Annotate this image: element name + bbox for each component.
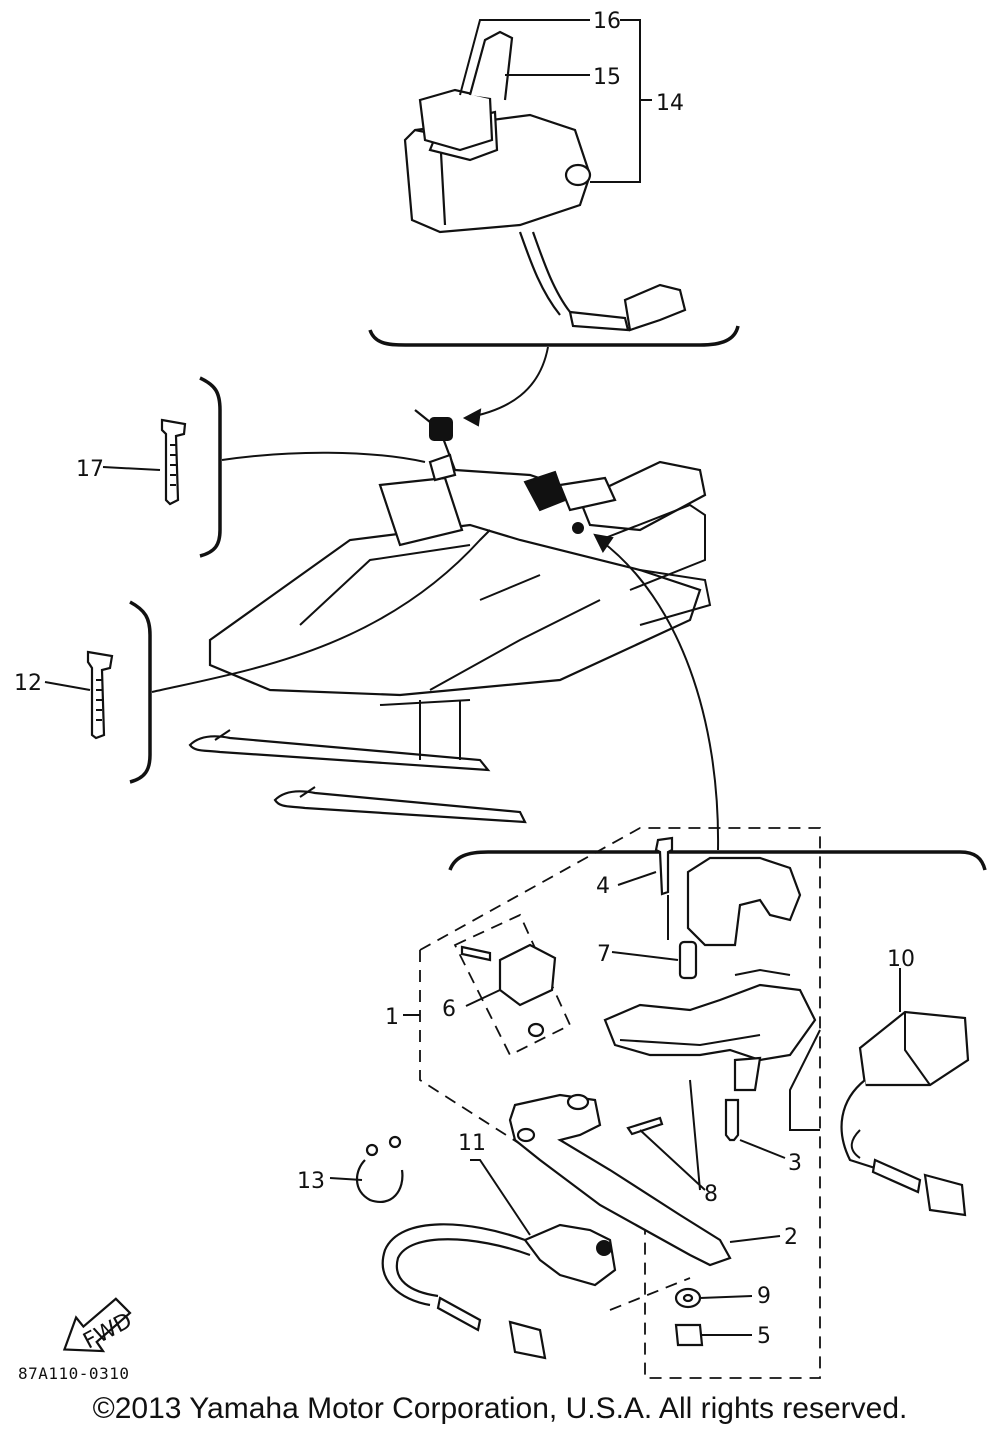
reference-code: 87A110-0310 (18, 1364, 130, 1383)
callout-8: 8 (704, 1182, 718, 1207)
callout-10: 10 (887, 947, 915, 972)
callout-5: 5 (757, 1324, 771, 1349)
snowmobile-illustration (188, 409, 712, 824)
callout-14: 14 (656, 91, 684, 116)
cable-clip-17 (102, 376, 426, 558)
callout-16: 16 (593, 9, 621, 34)
callout-11: 11 (458, 1131, 486, 1156)
lever-assembly (329, 827, 970, 1379)
callout-12: 12 (14, 671, 42, 696)
arrow-top-to-throttle (464, 346, 549, 419)
callout-3: 3 (788, 1151, 802, 1176)
callout-9: 9 (757, 1284, 771, 1309)
callout-6: 6 (442, 997, 456, 1022)
callout-1: 1 (385, 1005, 399, 1030)
arrow-lever-to-handlebar (599, 539, 720, 851)
fwd-arrow-icon: FWD (62, 1297, 136, 1354)
lower-bracket (448, 850, 987, 871)
callout-15: 15 (593, 65, 621, 90)
callout-2: 2 (784, 1225, 798, 1250)
copyright-notice: ©2013 Yamaha Motor Corporation, U.S.A. A… (92, 1392, 908, 1425)
callout-17: 17 (76, 457, 104, 482)
throttle-switch-assembly (368, 19, 740, 347)
callout-7: 7 (597, 942, 611, 967)
callout-13: 13 (297, 1169, 325, 1194)
cable-clip-12 (44, 529, 491, 784)
callout-4: 4 (596, 874, 610, 899)
